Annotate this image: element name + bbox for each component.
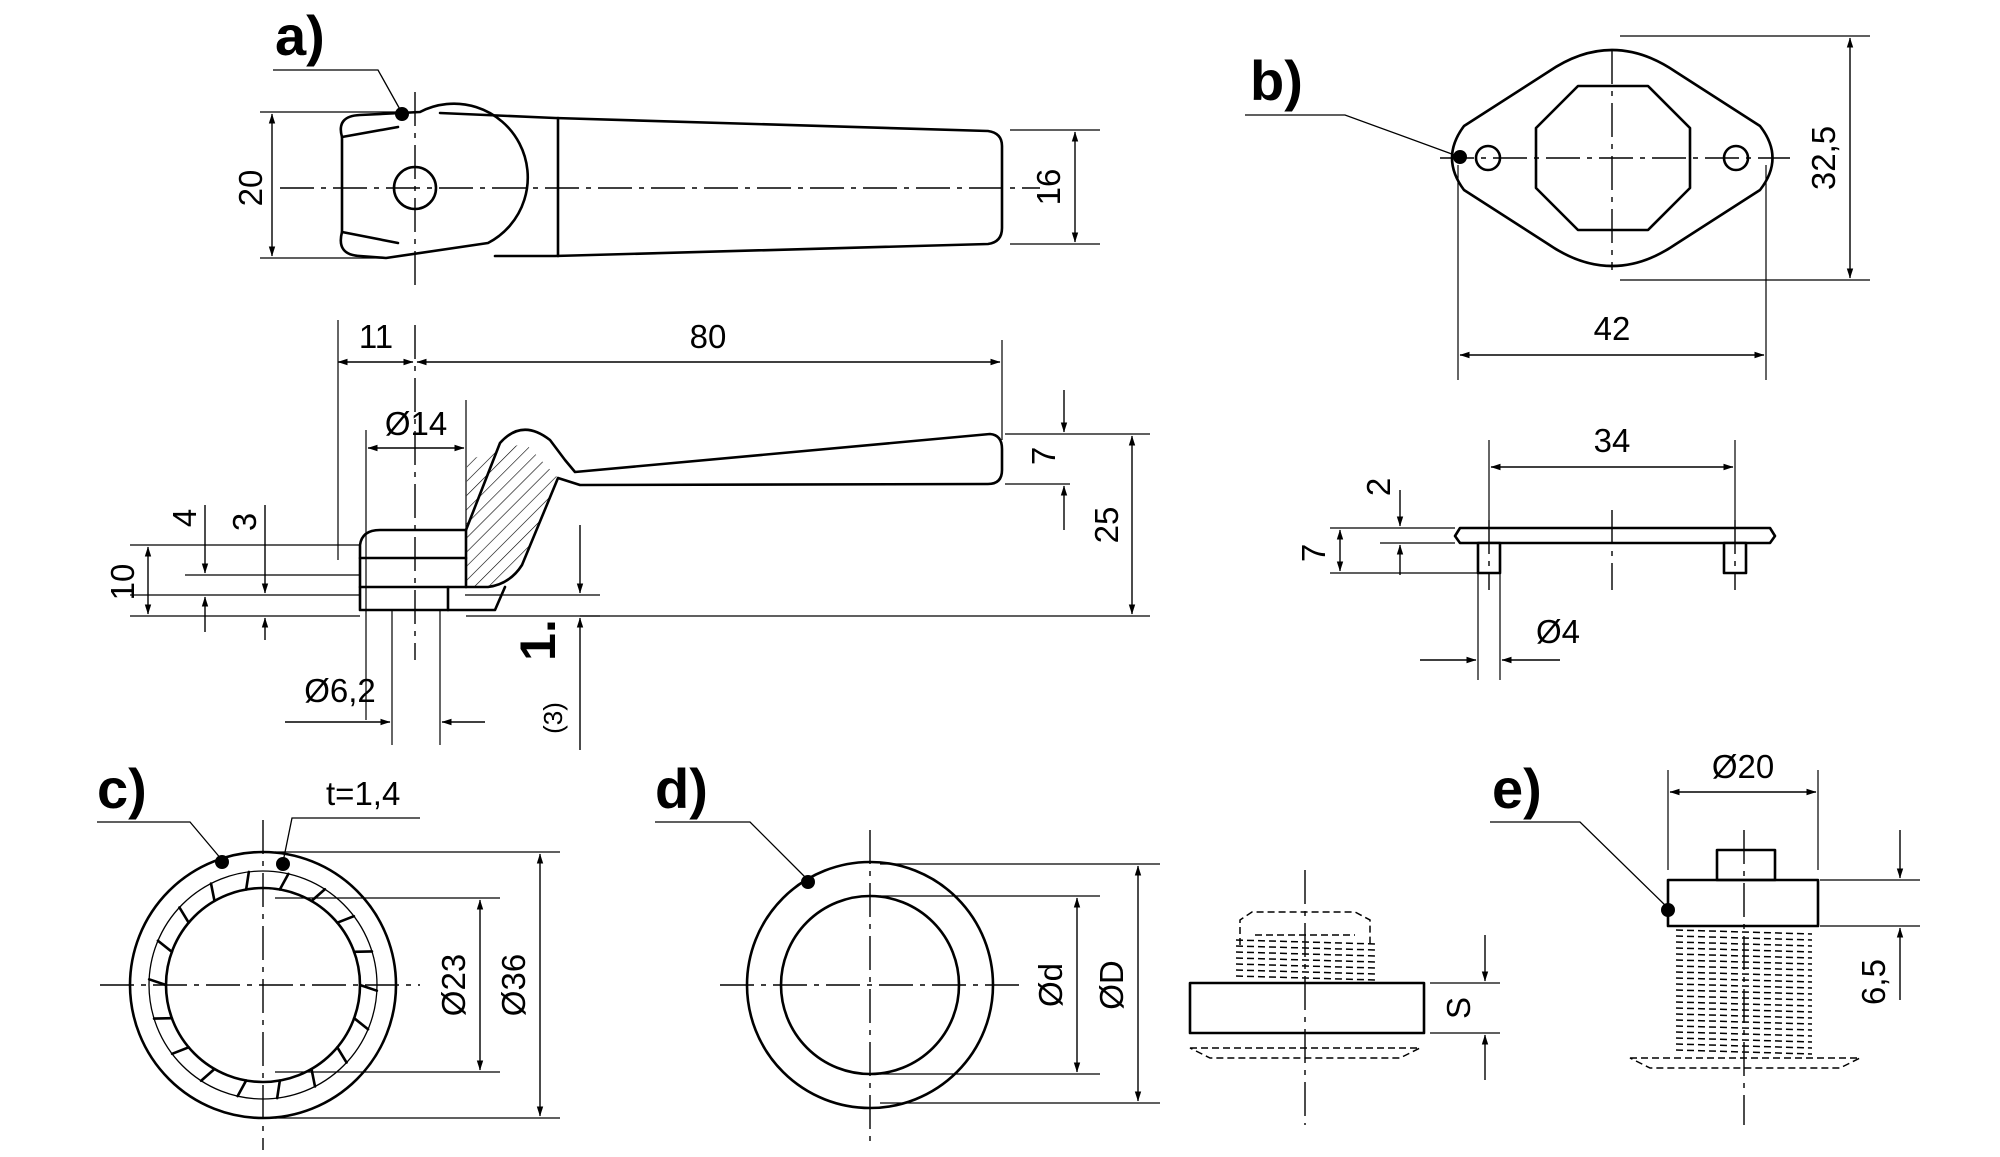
dim-a-d14: Ø14 xyxy=(385,405,447,442)
dim-a-7: 7 xyxy=(1025,447,1062,465)
handle-side-view: 11 80 Ø14 7 25 4 3 xyxy=(104,318,1150,750)
dim-a-step: 1. xyxy=(510,619,566,661)
thread-line xyxy=(1235,939,1377,945)
dim-b-d4: Ø4 xyxy=(1536,613,1580,650)
view-b: b) 32,5 42 xyxy=(1245,35,1870,680)
dim-e-d20: Ø20 xyxy=(1712,748,1774,785)
washer-tooth xyxy=(358,983,379,992)
dim-c-d36: Ø36 xyxy=(495,954,532,1016)
nut-e-assembly: Ø20 6,5 xyxy=(1629,748,1920,1125)
view-a: a) 20 16 xyxy=(104,4,1150,750)
washer-c: Ø36 Ø23 xyxy=(100,820,560,1150)
dim-b-7: 7 xyxy=(1295,544,1332,562)
thread-line xyxy=(1235,969,1377,975)
dim-b-42: 42 xyxy=(1594,310,1631,347)
thread-line xyxy=(1675,983,1813,989)
washer-tooth xyxy=(199,1067,216,1083)
dim-a-25: 25 xyxy=(1088,507,1125,544)
dim-a-11: 11 xyxy=(359,318,393,355)
handle-top-view: 20 16 xyxy=(232,92,1100,290)
dim-a-4: 4 xyxy=(166,509,203,527)
view-e: e) Ø20 6,5 xyxy=(1490,748,1920,1125)
dim-b-2: 2 xyxy=(1360,478,1397,496)
thread-line xyxy=(1675,971,1813,977)
washer-tooth xyxy=(352,1016,370,1031)
plate-top-view: 32,5 42 xyxy=(1440,35,1870,380)
washer-tooth xyxy=(275,1079,282,1100)
washer-tooth xyxy=(310,887,327,903)
dim-a-16: 16 xyxy=(1030,169,1067,206)
dim-e-65: 6,5 xyxy=(1855,959,1892,1005)
view-b-label: b) xyxy=(1250,49,1303,112)
dim-b-325: 32,5 xyxy=(1805,126,1842,190)
washer-tooth xyxy=(244,870,251,891)
thread-line xyxy=(1675,929,1813,935)
dim-a-20: 20 xyxy=(232,170,269,207)
washer-tooth xyxy=(336,1046,348,1064)
dim-c-d23: Ø23 xyxy=(435,954,472,1016)
washer-tooth xyxy=(236,1079,248,1098)
washer-tooth xyxy=(209,882,216,903)
washer-tooth xyxy=(278,872,290,891)
washer-d-assembly: S xyxy=(1188,870,1500,1125)
view-c: c) t=1,4 Ø36 Ø23 xyxy=(97,757,560,1150)
dim-d-d: Ød xyxy=(1032,963,1069,1007)
view-d: d) ØD Ød S xyxy=(655,757,1500,1145)
dim-a-d62: Ø6,2 xyxy=(304,672,376,709)
washer-tooth xyxy=(178,906,190,924)
washer-tooth xyxy=(170,1046,190,1056)
thread-line xyxy=(1235,963,1377,969)
dim-d-s: S xyxy=(1440,997,1477,1019)
washer-tooth xyxy=(147,978,168,987)
dim-a-3: 3 xyxy=(226,513,263,531)
dim-a-80: 80 xyxy=(690,318,727,355)
view-d-label: d) xyxy=(655,757,708,820)
dim-a-10: 10 xyxy=(104,564,141,601)
thread-line xyxy=(1235,975,1377,981)
dim-a-step-sub: (3) xyxy=(538,702,568,734)
plate-side-view: 34 2 7 Ø4 xyxy=(1295,422,1777,680)
thread-line xyxy=(1235,957,1377,963)
view-e-label: e) xyxy=(1492,757,1542,820)
dim-c-t: t=1,4 xyxy=(326,775,400,812)
washer-tooth xyxy=(336,914,356,924)
view-c-label: c) xyxy=(97,757,147,820)
dim-d-D: ØD xyxy=(1093,960,1130,1010)
washer-tooth xyxy=(156,939,174,954)
washer-d: ØD Ød xyxy=(720,830,1160,1145)
dim-b-34: 34 xyxy=(1594,422,1631,459)
thread-line xyxy=(1235,951,1377,957)
view-a-label: a) xyxy=(275,4,325,67)
thread-line xyxy=(1675,1025,1813,1031)
thread-line xyxy=(1675,1037,1813,1043)
thread-line xyxy=(1235,945,1377,951)
